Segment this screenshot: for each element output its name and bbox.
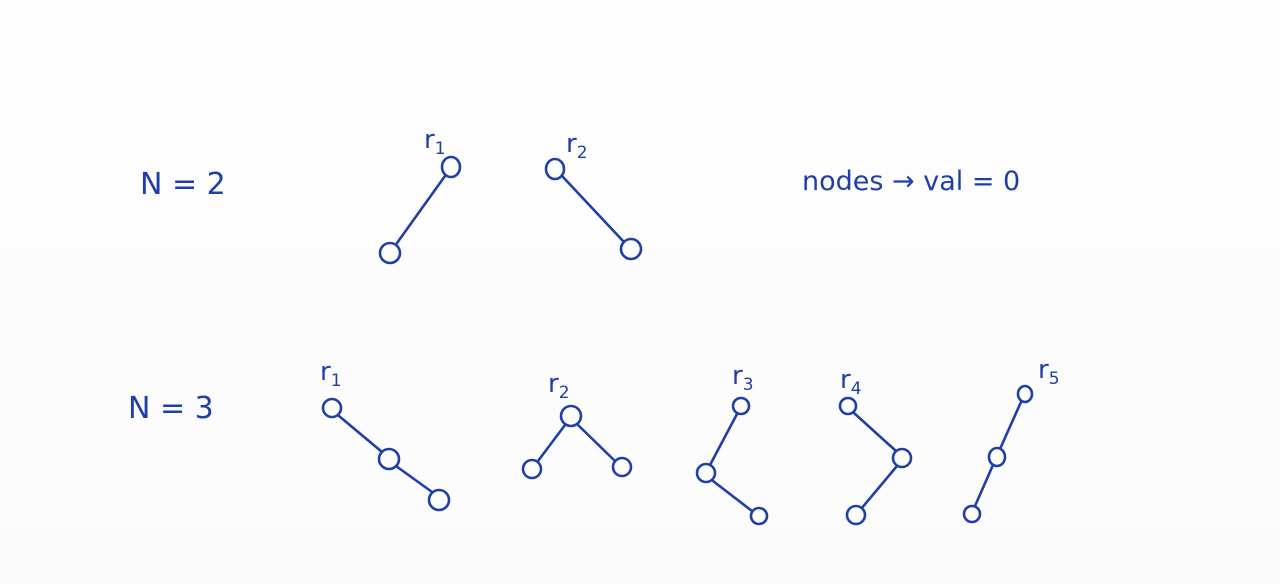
tree-edge [711, 479, 754, 513]
tree-node [611, 456, 633, 478]
root-label: r3 [732, 361, 754, 395]
tree-n2-r2: r2 [544, 129, 643, 261]
root-label-text: 1 [435, 139, 446, 159]
tree-edge [394, 464, 434, 494]
tree-node-root [321, 397, 343, 419]
root-label-text: 2 [559, 383, 570, 403]
note-text: nodes → val = 0 [802, 166, 1020, 197]
tree-n3-r3: r3 [695, 361, 769, 526]
tree-node-root [838, 396, 858, 416]
tree-edge [337, 414, 384, 454]
tree-edge [536, 423, 567, 463]
root-label-text: 3 [743, 375, 754, 395]
tree-n3-r1: r1 [320, 357, 451, 512]
root-label: r2 [548, 369, 570, 403]
root-label: r4 [840, 365, 862, 399]
tree-node-root [559, 404, 583, 428]
root-label: r5 [1038, 355, 1060, 389]
tree-n3-r5: r5 [962, 355, 1060, 524]
tree-node-root [440, 155, 462, 179]
tree-node [378, 241, 402, 265]
root-label: r2 [566, 129, 588, 163]
root-label-text: 1 [331, 371, 342, 391]
tree-n3-r4: r4 [838, 365, 913, 526]
tree-node-root [544, 157, 566, 181]
tree-node-root [1016, 384, 1034, 404]
tree-edge [395, 174, 447, 245]
tree-node [891, 447, 913, 469]
root-label-text: 4 [851, 379, 862, 399]
tree-edge [998, 400, 1023, 451]
tree-edge [973, 463, 995, 508]
tree-node [695, 462, 717, 484]
tree-node [377, 447, 401, 471]
row-label-n2: N = 2 [140, 167, 226, 202]
tree-node [845, 504, 867, 526]
tree-node [987, 446, 1007, 468]
root-label: r1 [424, 125, 446, 159]
tree-node [619, 237, 643, 261]
root-label: r1 [320, 357, 342, 391]
tree-node [962, 504, 982, 524]
root-label-text: 2 [577, 143, 588, 163]
tree-n3-r2: r2 [521, 369, 633, 480]
tree-n2-r1: r1 [378, 125, 462, 265]
tree-edge [859, 464, 899, 511]
tree-node [521, 458, 543, 480]
tree-edge [852, 411, 898, 453]
tree-edge [708, 412, 739, 467]
tree-node [749, 506, 769, 526]
tree-node-root [731, 396, 751, 416]
row-label-n3: N = 3 [128, 391, 214, 426]
root-label-text: 5 [1049, 369, 1060, 389]
tree-edge [561, 175, 625, 243]
tree-node [427, 488, 451, 512]
tree-edge [576, 423, 617, 463]
